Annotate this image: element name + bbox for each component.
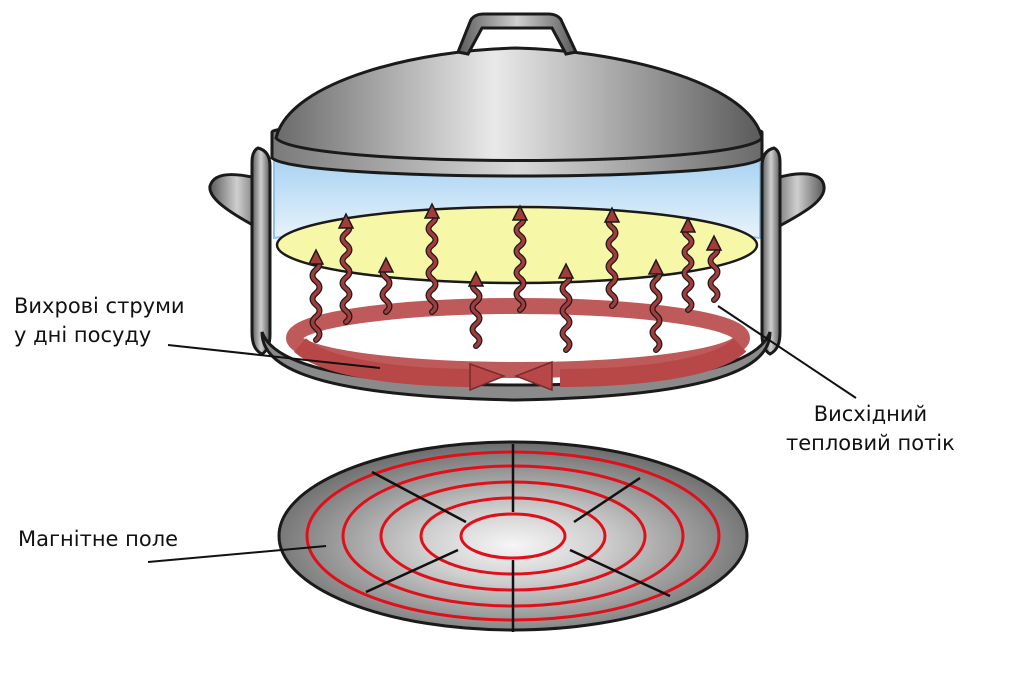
label-heat-flow: Висхідний тепловий потік: [786, 400, 955, 458]
induction-burner: [277, 440, 749, 632]
heat-wave-arrow-head: [603, 206, 621, 223]
heat-wave-arrow-head: [337, 212, 355, 229]
heat-wave-arrow-head: [679, 216, 697, 233]
heat-wave-arrow-head: [307, 248, 325, 265]
leader-heat: [717, 305, 857, 399]
lid-top: [274, 46, 764, 162]
heat-wave-arrow-icon: [682, 224, 694, 312]
label-eddy-currents: Вихрові струми у дні посуду: [14, 292, 185, 350]
eddy-current-ring-icon: [286, 298, 750, 392]
heat-wave-arrow-icon: [380, 264, 392, 314]
heat-wave-arrow-icon: [470, 278, 482, 348]
pot-handle-icon: [768, 172, 826, 233]
label-heat-line-2: тепловий потік: [786, 431, 955, 455]
heat-wave-arrow-icon: [650, 266, 662, 352]
label-magnetic-field: Магнітне поле: [18, 527, 179, 551]
pot-left-wall: [250, 146, 272, 356]
label-eddy-line-1: Вихрові струми: [14, 294, 185, 318]
lid-handle-icon: [455, 12, 579, 56]
heat-wave-arrow-head: [511, 204, 529, 221]
leader-eddy: [167, 344, 381, 369]
heat-wave-arrow-icon: [340, 220, 352, 324]
heat-wave-arrow-icon: [514, 212, 526, 312]
pot-right-wall: [760, 146, 782, 356]
heat-wave-arrow-icon: [560, 270, 572, 352]
heat-wave-arrow-head: [467, 270, 485, 287]
heat-wave-arrow-head: [423, 202, 441, 219]
label-eddy-line-2: у дні посуду: [14, 323, 152, 347]
leader-field: [147, 545, 327, 563]
heat-flow-arrows: [307, 202, 723, 353]
heat-wave-arrow-head: [557, 262, 575, 279]
heat-wave-arrow-head: [377, 256, 395, 273]
heat-wave-arrow-head: [705, 234, 723, 251]
heat-wave-arrow-icon: [310, 256, 322, 342]
label-heat-line-1: Висхідний: [813, 402, 928, 426]
heat-wave-arrow-icon: [426, 210, 438, 314]
heat-wave-arrow-icon: [708, 242, 720, 302]
pot-handle-icon: [208, 173, 266, 233]
magnetic-field-lines: [365, 444, 671, 632]
heat-wave-arrow-head: [647, 258, 665, 275]
heat-wave-arrow-icon: [606, 214, 618, 308]
